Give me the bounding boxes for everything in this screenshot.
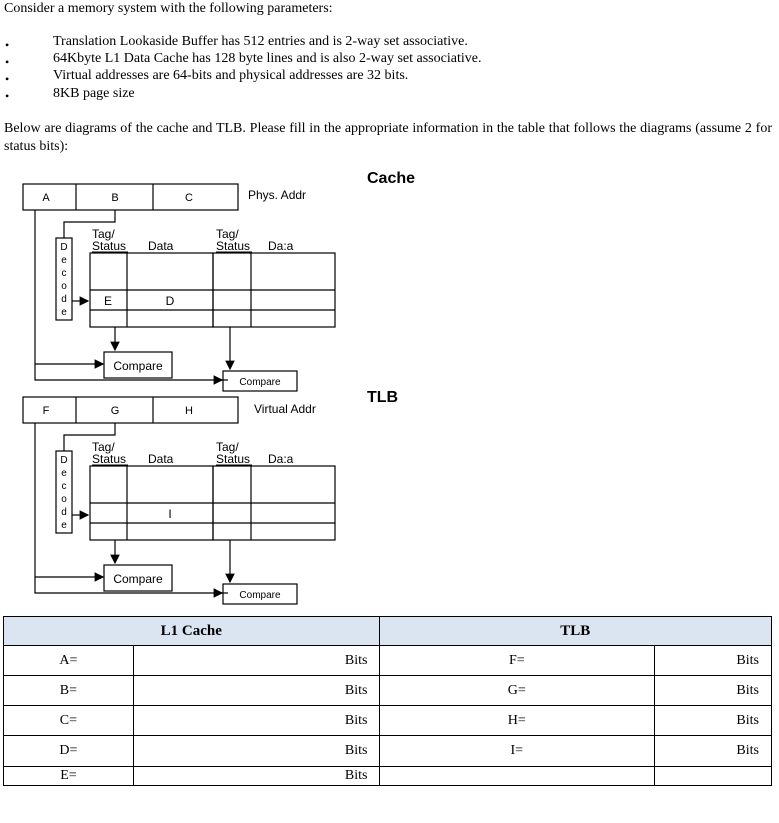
decode-letter: d <box>61 507 67 518</box>
decode-letter: e <box>61 307 67 318</box>
decode-letter: o <box>61 494 67 505</box>
field-f-label: F <box>43 405 50 417</box>
data-label: Data <box>148 239 174 253</box>
header-l1-cache: L1 Cache <box>3 616 380 646</box>
row-label: F= <box>378 645 656 676</box>
bits-cell[interactable]: Bits <box>132 735 380 767</box>
table-header-row: L1 Cache TLB <box>3 616 772 646</box>
phys-addr-box <box>22 183 239 211</box>
cell-e-label: E <box>104 294 112 308</box>
decode-letter: o <box>61 281 67 292</box>
tag-status-label: Status <box>216 239 250 253</box>
field-g-label: G <box>111 405 120 417</box>
row-label: A= <box>3 645 134 676</box>
compare-label: Compare <box>113 572 163 586</box>
instructions-text: Below are diagrams of the cache and TLB.… <box>4 121 772 154</box>
bullet-cache: 64Kbyte L1 Data Cache has 128 byte lines… <box>53 51 482 66</box>
row-label: B= <box>3 675 134 706</box>
row-label: E= <box>3 766 134 786</box>
data-label: Data <box>148 452 174 466</box>
table-row: C= Bits H= Bits <box>3 705 772 736</box>
bullet-marker: • <box>5 38 10 52</box>
bits-cell[interactable]: Bits <box>654 675 772 706</box>
answer-table: L1 Cache TLB A= Bits F= Bits B= Bits G= … <box>3 616 772 786</box>
field-b-label: B <box>111 192 118 204</box>
cache-compare-1 <box>103 351 173 379</box>
tag-status-label: Status <box>216 452 250 466</box>
row-label: I= <box>378 735 656 767</box>
bullet-marker: • <box>5 55 10 69</box>
data-label: Da:a <box>268 239 294 253</box>
bullet-addresses: Virtual addresses are 64-bits and physic… <box>53 68 409 83</box>
tag-status-label: Tag/ <box>216 227 239 241</box>
table-row: D= Bits I= Bits <box>3 735 772 767</box>
bullet-marker: • <box>5 89 10 103</box>
bullet-marker: • <box>5 72 10 86</box>
bits-cell[interactable]: Bits <box>132 766 380 786</box>
cell-d-label: D <box>166 294 175 308</box>
field-a-label: A <box>42 192 50 204</box>
cache-title: Cache <box>367 170 416 187</box>
decode-letter: e <box>61 255 67 266</box>
tlb-compare-2 <box>222 583 298 605</box>
bullet-tlb: Translation Lookaside Buffer has 512 ent… <box>53 34 468 49</box>
decode-letter: c <box>62 481 67 492</box>
field-c-label: C <box>185 192 193 204</box>
virtual-addr-box <box>22 396 239 424</box>
decode-letter: c <box>62 268 67 279</box>
bits-cell[interactable]: Bits <box>654 735 772 767</box>
cell-i-label: I <box>168 507 171 521</box>
table-row: B= Bits G= Bits <box>3 675 772 706</box>
phys-addr-label: Phys. Addr <box>248 188 306 202</box>
tag-status-label: Tag/ <box>216 440 239 454</box>
empty-cell <box>654 766 772 786</box>
decode-letter: e <box>61 468 67 479</box>
bits-cell[interactable]: Bits <box>132 705 380 736</box>
virtual-addr-label: Virtual Addr <box>254 402 316 416</box>
row-label: D= <box>3 735 134 767</box>
tag-status-label: Status <box>92 452 126 466</box>
intro-text: Consider a memory system with the follow… <box>4 1 333 16</box>
compare-label: Compare <box>239 377 281 388</box>
compare-label: Compare <box>239 590 281 601</box>
field-h-label: H <box>185 405 193 417</box>
bullet-page-size: 8KB page size <box>53 86 135 101</box>
row-label: H= <box>378 705 656 736</box>
cache-compare-2 <box>222 370 298 392</box>
decode-letter: D <box>60 242 67 253</box>
bits-cell[interactable]: Bits <box>132 645 380 676</box>
data-label: Da:a <box>268 452 294 466</box>
tlb-compare-1 <box>103 564 173 592</box>
table-row: A= Bits F= Bits <box>3 645 772 676</box>
decode-letter: D <box>60 455 67 466</box>
row-label: C= <box>3 705 134 736</box>
decode-letter: e <box>61 520 67 531</box>
bits-cell[interactable]: Bits <box>654 645 772 676</box>
bits-cell[interactable]: Bits <box>132 675 380 706</box>
table-row: E= Bits <box>3 766 772 786</box>
bits-cell[interactable]: Bits <box>654 705 772 736</box>
header-tlb: TLB <box>378 616 772 646</box>
empty-cell <box>378 766 656 786</box>
tag-status-label: Tag/ <box>92 227 115 241</box>
tag-status-label: Status <box>92 239 126 253</box>
compare-label: Compare <box>113 359 163 373</box>
decode-letter: d <box>61 294 67 305</box>
tag-status-label: Tag/ <box>92 440 115 454</box>
tlb-title: TLB <box>367 389 399 406</box>
row-label: G= <box>378 675 656 706</box>
